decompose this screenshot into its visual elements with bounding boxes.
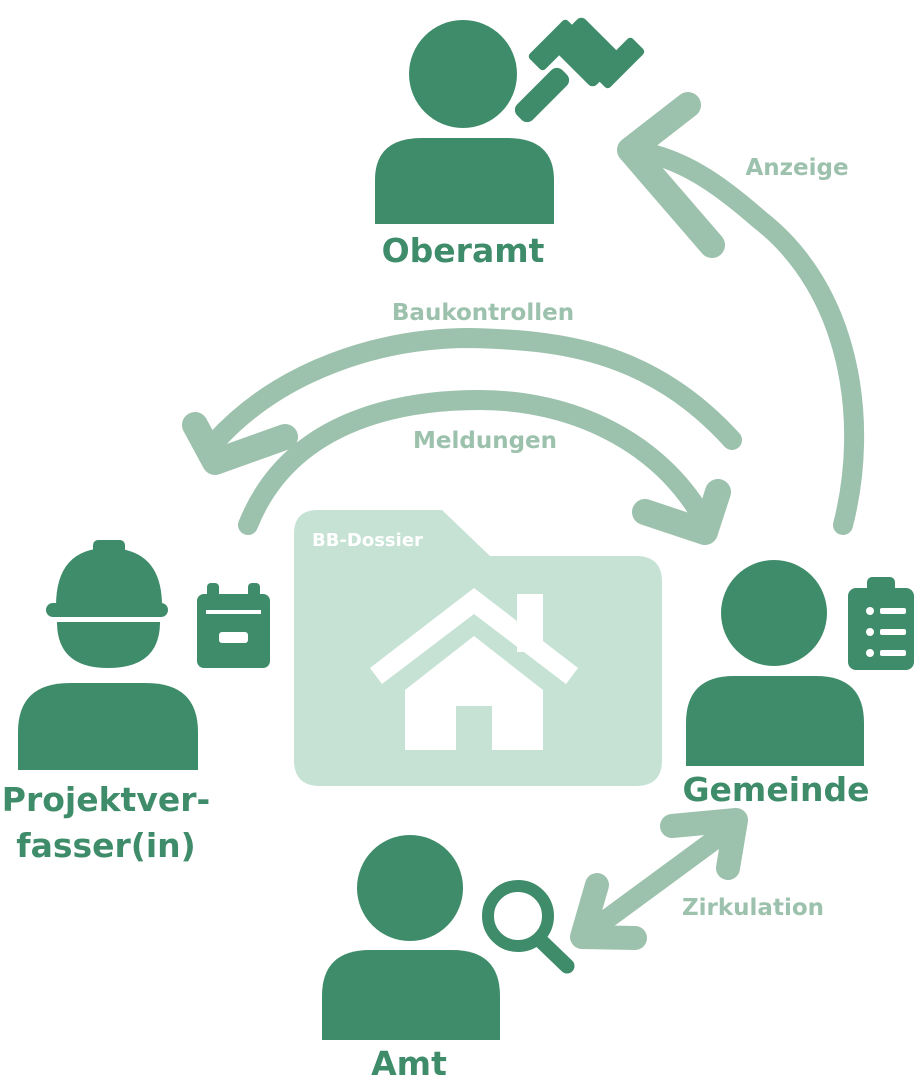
meldungen-arrow [238,390,715,535]
gemeinde-person-icon [686,560,864,766]
projektverfasser-label-line2: fasser(in) [16,826,196,865]
worker-person-icon [18,540,198,770]
gavel-icon [514,17,645,123]
anzeige-arrowhead [617,92,725,258]
zirkulation-arrow [582,820,738,940]
meldungen-label: Meldungen [413,428,557,454]
baukontrollen-arrowhead [182,412,298,475]
arrows [182,92,865,950]
anzeige-arrow [645,145,865,535]
oberamt-person-icon [375,20,554,224]
amt-label: Amt [371,1044,447,1080]
clipboard-icon [848,577,914,670]
baukontrollen-arrow [205,328,742,452]
baukontrollen-label: Baukontrollen [392,300,574,326]
amt-actor: Amt [322,835,575,1080]
zirkulation-label: Zirkulation [682,895,824,921]
zirkulation-arrowhead-amt [570,873,647,950]
gemeinde-label: Gemeinde [682,770,869,809]
anzeige-label: Anzeige [745,155,848,181]
projektverfasser-actor: Projektver- fasser(in) [2,540,270,865]
house-icon [370,588,578,750]
gemeinde-actor: Gemeinde [682,560,914,809]
oberamt-label: Oberamt [382,231,545,270]
projektverfasser-label-line1: Projektver- [2,780,210,819]
folder-label: BB-Dossier [312,530,423,551]
calendar-icon [197,583,270,668]
amt-person-icon [322,835,500,1040]
oberamt-actor: Oberamt [375,17,645,270]
zirkulation-arrowhead-gemeinde [660,808,748,880]
magnifier-icon [482,880,575,974]
bb-dossier-folder: BB-Dossier [294,510,662,786]
meldungen-arrowhead [632,479,731,545]
